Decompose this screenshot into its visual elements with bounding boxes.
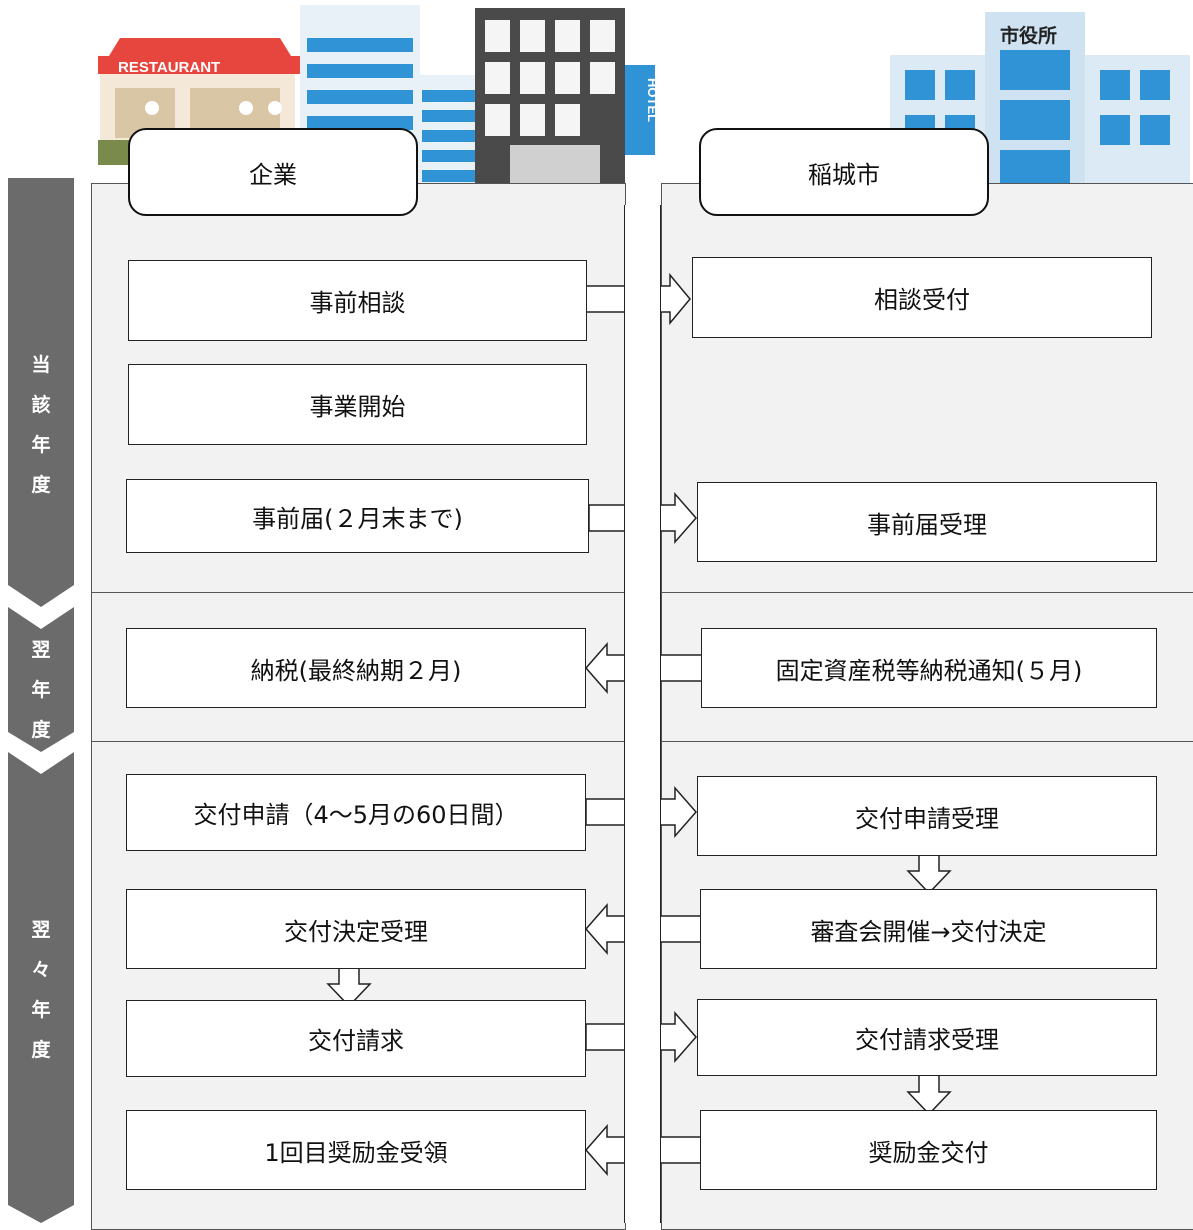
- period-label-year-after-next: 翌々 年度: [8, 910, 74, 1070]
- city-step-review-decision: 審査会開催→交付決定: [700, 889, 1157, 969]
- arrow-down-city-2: [906, 1070, 952, 1116]
- period-char: 度: [31, 719, 51, 741]
- city-lane-header: 稲城市: [699, 128, 989, 216]
- period-char: 年: [31, 999, 51, 1021]
- city-step-tax-notice: 固定資産税等納税通知(５月): [701, 628, 1157, 708]
- period-label-current-year: 当該 年度: [8, 345, 74, 505]
- hotel-illustration: HOTEL: [475, 8, 660, 208]
- period-char: 当: [31, 354, 51, 376]
- period-char: 々: [31, 959, 51, 981]
- company-step-grant-request: 交付請求: [126, 1000, 586, 1077]
- arrow-down-city-1: [906, 850, 952, 895]
- period-char: 該: [31, 394, 51, 416]
- period-char: 度: [31, 474, 51, 496]
- company-step-first-grant-received: 1回目奨励金受領: [126, 1110, 586, 1190]
- period-char: 翌: [31, 639, 51, 661]
- period-label-next-year: 翌年 度: [8, 630, 74, 750]
- city-step-grant-payment: 奨励金交付: [700, 1110, 1157, 1190]
- restaurant-sign-text: RESTAURANT: [118, 59, 220, 76]
- period-char: 年: [31, 679, 51, 701]
- city-step-application-acceptance: 交付申請受理: [697, 776, 1157, 856]
- company-step-grant-application: 交付申請（4〜5月の60日間）: [126, 774, 586, 851]
- period-chevron-next-year: [8, 607, 74, 752]
- city-hall-sign-text: 市役所: [1000, 24, 1057, 47]
- company-step-business-start: 事業開始: [128, 364, 587, 445]
- city-step-request-acceptance: 交付請求受理: [697, 999, 1157, 1076]
- period-char: 翌: [31, 919, 51, 941]
- city-step-notice-acceptance: 事前届受理: [697, 482, 1157, 562]
- company-lane-header: 企業: [128, 128, 418, 216]
- company-step-tax-payment: 納税(最終納期２月): [126, 628, 586, 708]
- company-step-prior-notice: 事前届(２月末まで): [126, 479, 589, 553]
- period-char: 度: [31, 1039, 51, 1061]
- period-chevron-year-after-next: [8, 752, 74, 1223]
- company-step-prior-consultation: 事前相談: [128, 260, 587, 341]
- center-divider-pipe: [624, 205, 661, 1223]
- period-char: 年: [31, 434, 51, 456]
- period-chevron-current-year: [8, 178, 74, 607]
- hotel-sign-text: HOTEL: [645, 78, 660, 122]
- city-step-consultation-intake: 相談受付: [692, 257, 1152, 338]
- company-step-decision-receipt: 交付決定受理: [126, 889, 586, 969]
